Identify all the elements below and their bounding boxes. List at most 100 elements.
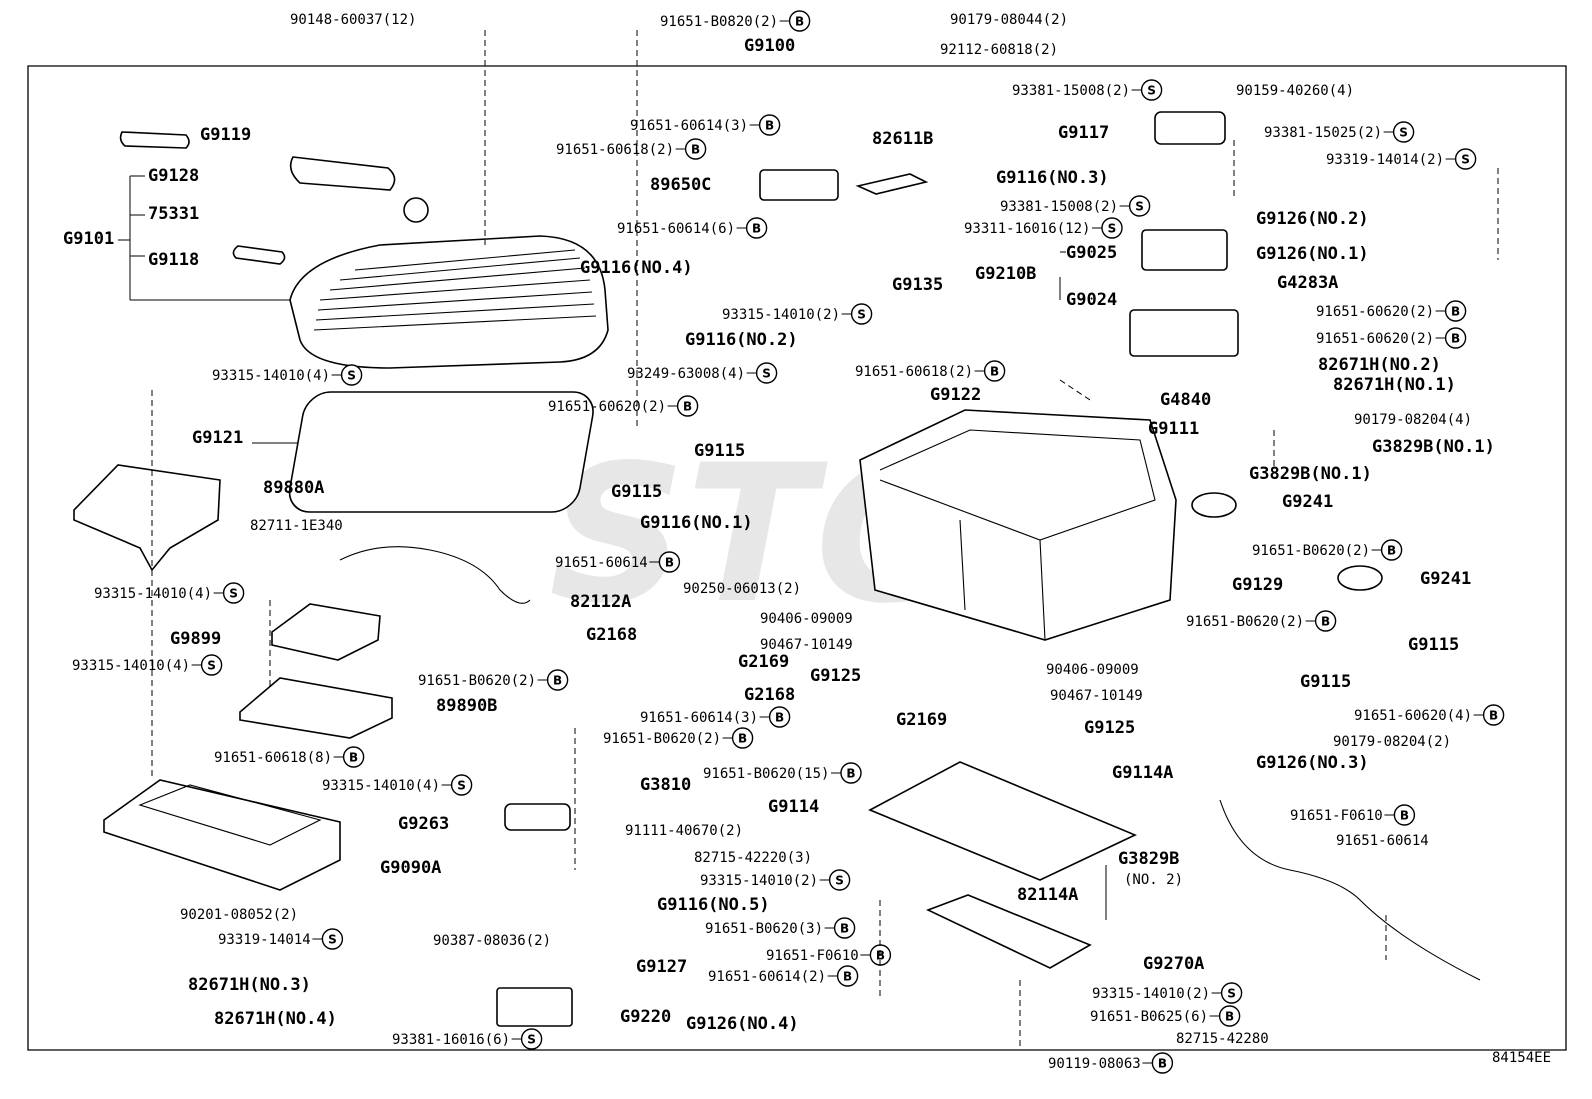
part-callout-c82[interactable]: 91651-B0620(15)B: [703, 762, 862, 784]
part-callout-c11[interactable]: G9117: [1058, 123, 1109, 143]
part-callout-c21[interactable]: 93311-16016(12)S: [964, 217, 1123, 239]
part-callout-c57[interactable]: 90250-06013(2): [683, 581, 801, 597]
part-callout-c87[interactable]: G3810: [640, 775, 691, 795]
part-callout-c25[interactable]: G9025: [1066, 243, 1117, 263]
part-callout-c36[interactable]: 93315-14010(4)S: [212, 364, 363, 386]
part-callout-c15[interactable]: G9116(NO.3): [996, 168, 1109, 188]
part-callout-c53[interactable]: G9116(NO.1): [640, 513, 753, 533]
part-callout-c29[interactable]: G4283A: [1277, 273, 1338, 293]
part-callout-c105[interactable]: G9270A: [1143, 954, 1204, 974]
part-callout-c71[interactable]: 90406-09009: [1046, 662, 1139, 678]
part-callout-c110[interactable]: G9220: [620, 1007, 671, 1027]
part-callout-c103[interactable]: 90387-08036(2): [433, 933, 551, 949]
part-callout-c63[interactable]: G9899: [170, 629, 221, 649]
part-callout-c20[interactable]: 93381-15008(2)S: [1000, 195, 1151, 217]
part-callout-c100[interactable]: 90201-08052(2): [180, 907, 298, 923]
part-callout-c58[interactable]: G9129: [1232, 575, 1283, 595]
part-callout-c67[interactable]: 93315-14010(4)S: [72, 654, 223, 676]
part-callout-c2[interactable]: 91651-B0820(2)B: [660, 10, 811, 32]
part-callout-c23[interactable]: G9118: [148, 250, 199, 270]
part-callout-c34[interactable]: 91651-60620(2)B: [1316, 327, 1467, 349]
part-callout-c41[interactable]: G4840: [1160, 390, 1211, 410]
part-callout-c22[interactable]: G9126(NO.2): [1256, 209, 1369, 229]
part-callout-c115[interactable]: 82715-42280: [1176, 1031, 1269, 1047]
part-callout-c40[interactable]: G9122: [930, 385, 981, 405]
part-callout-c97[interactable]: 93315-14010(2)S: [700, 869, 851, 891]
part-callout-c19[interactable]: 91651-60614(6)B: [617, 217, 768, 239]
part-callout-c30[interactable]: G9024: [1066, 290, 1117, 310]
part-callout-c31[interactable]: 93315-14010(2)S: [722, 303, 873, 325]
part-callout-c3[interactable]: 90179-08044(2): [950, 12, 1068, 28]
part-callout-c70[interactable]: G9125: [810, 666, 861, 686]
part-callout-c90[interactable]: G9263: [398, 814, 449, 834]
part-callout-c73[interactable]: 90467-10149: [1050, 688, 1143, 704]
part-callout-c43[interactable]: 90179-08204(4): [1354, 412, 1472, 428]
part-callout-c99[interactable]: G9116(NO.5): [657, 895, 770, 915]
part-callout-c47[interactable]: G3829B(NO.1): [1372, 437, 1495, 457]
part-callout-c13[interactable]: G9128: [148, 166, 199, 186]
part-callout-c72[interactable]: G9115: [1300, 672, 1351, 692]
part-callout-c51[interactable]: G9241: [1282, 492, 1333, 512]
part-callout-c101[interactable]: 91651-B0620(3)B: [705, 917, 856, 939]
part-callout-c14[interactable]: 89650C: [650, 175, 711, 195]
part-callout-c7[interactable]: G9119: [200, 125, 251, 145]
part-callout-c61[interactable]: 90406-09009: [760, 611, 853, 627]
part-callout-c109[interactable]: 93315-14010(2)S: [1092, 982, 1243, 1004]
part-callout-c50[interactable]: G9115: [611, 482, 662, 502]
part-callout-c94[interactable]: 82715-42220(3): [694, 850, 812, 866]
part-callout-c83[interactable]: 90179-08204(2): [1333, 734, 1451, 750]
part-callout-c111[interactable]: G9126(NO.4): [686, 1014, 799, 1034]
part-callout-c46[interactable]: G9115: [694, 441, 745, 461]
part-callout-c1[interactable]: 90148-60037(12): [290, 12, 416, 28]
part-callout-c80[interactable]: 91651-B0620(2)B: [603, 727, 754, 749]
part-callout-c48[interactable]: G3829B(NO.1): [1249, 464, 1372, 484]
part-callout-c112[interactable]: 91651-B0625(6)B: [1090, 1005, 1241, 1027]
part-callout-c88[interactable]: G9114: [768, 797, 819, 817]
part-callout-c59[interactable]: G9241: [1420, 569, 1471, 589]
part-callout-c26[interactable]: G9210B: [975, 264, 1036, 284]
part-callout-c62[interactable]: 91651-B0620(2)B: [1186, 610, 1337, 632]
part-callout-c38[interactable]: 91651-60618(2)B: [855, 360, 1006, 382]
part-callout-c79[interactable]: 91651-60620(4)B: [1354, 704, 1505, 726]
part-callout-c91[interactable]: 91111-40670(2): [625, 823, 743, 839]
part-callout-c45[interactable]: G9121: [192, 428, 243, 448]
part-callout-c16[interactable]: 93319-14014(2)S: [1326, 148, 1477, 170]
part-callout-c35[interactable]: 82671H(NO.2): [1318, 355, 1441, 375]
part-callout-c18[interactable]: G9101: [63, 229, 114, 249]
part-callout-c10[interactable]: 82611B: [872, 129, 933, 149]
part-callout-c108[interactable]: 82671H(NO.3): [188, 975, 311, 995]
part-callout-c96[interactable]: (NO. 2): [1124, 872, 1183, 888]
part-callout-c64[interactable]: G2168: [586, 625, 637, 645]
part-callout-c85[interactable]: G9126(NO.3): [1256, 753, 1369, 773]
part-callout-c37[interactable]: 93249-63008(4)S: [627, 362, 778, 384]
part-callout-c6[interactable]: 90159-40260(4): [1236, 83, 1354, 99]
part-callout-c74[interactable]: G2168: [744, 685, 795, 705]
part-callout-c24[interactable]: G9116(NO.4): [580, 258, 693, 278]
part-callout-c113[interactable]: 82671H(NO.4): [214, 1009, 337, 1029]
part-callout-c9[interactable]: 91651-60618(2)B: [556, 138, 707, 160]
part-callout-c54[interactable]: 91651-B0620(2)B: [1252, 539, 1403, 561]
part-callout-c4[interactable]: 92112-60818(2): [940, 42, 1058, 58]
part-callout-c78[interactable]: G9125: [1084, 718, 1135, 738]
part-callout-c68[interactable]: 91651-B0620(2)B: [418, 669, 569, 691]
part-callout-c95[interactable]: G3829B: [1118, 849, 1179, 869]
part-callout-c65[interactable]: 90467-10149: [760, 637, 853, 653]
part-callout-c52[interactable]: 82711-1E340: [250, 518, 343, 534]
part-callout-c60[interactable]: 82112A: [570, 592, 631, 612]
part-callout-c17[interactable]: 75331: [148, 204, 199, 224]
part-callout-c66[interactable]: G9115: [1408, 635, 1459, 655]
part-callout-c12[interactable]: 93381-15025(2)S: [1264, 121, 1415, 143]
part-callout-c106[interactable]: G9127: [636, 957, 687, 977]
part-callout-c27[interactable]: G9126(NO.1): [1256, 244, 1369, 264]
part-callout-c107[interactable]: 91651-60614(2)B: [708, 965, 859, 987]
part-callout-c93[interactable]: G9090A: [380, 858, 441, 878]
part-callout-c84[interactable]: G9114A: [1112, 763, 1173, 783]
part-callout-c42[interactable]: 91651-60620(2)B: [548, 395, 699, 417]
part-callout-c86[interactable]: 93315-14010(4)S: [322, 774, 473, 796]
part-callout-c39[interactable]: 82671H(NO.1): [1333, 375, 1456, 395]
part-callout-c92[interactable]: 91651-60614: [1336, 833, 1429, 849]
